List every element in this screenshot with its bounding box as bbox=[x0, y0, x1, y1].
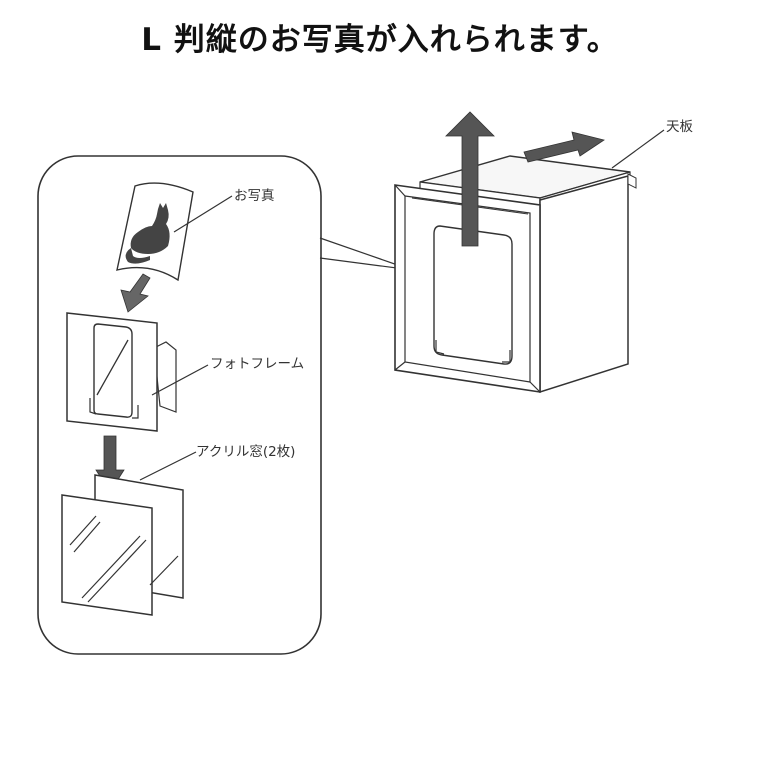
leader-photo-frame bbox=[151, 364, 209, 396]
label-photo: お写真 bbox=[234, 188, 275, 204]
label-photo-frame: フォトフレーム bbox=[210, 356, 305, 372]
leader-top-board bbox=[611, 129, 665, 169]
label-top-board: 天板 bbox=[666, 119, 693, 135]
leader-acrylic bbox=[139, 451, 197, 481]
arrow-up bbox=[445, 111, 495, 247]
arrow-down-1 bbox=[120, 273, 151, 313]
cat-icon bbox=[125, 203, 170, 264]
frame-box bbox=[394, 155, 637, 394]
photo-sheet bbox=[116, 182, 194, 282]
page-title: L 判縦のお写真が入れられます。 bbox=[141, 22, 619, 58]
arrow-slide-right bbox=[523, 131, 605, 163]
label-acrylic-window: アクリル窓(2枚) bbox=[196, 444, 296, 460]
acrylic-windows bbox=[61, 474, 184, 616]
leader-photo bbox=[173, 195, 233, 233]
photo-frame bbox=[66, 312, 177, 432]
